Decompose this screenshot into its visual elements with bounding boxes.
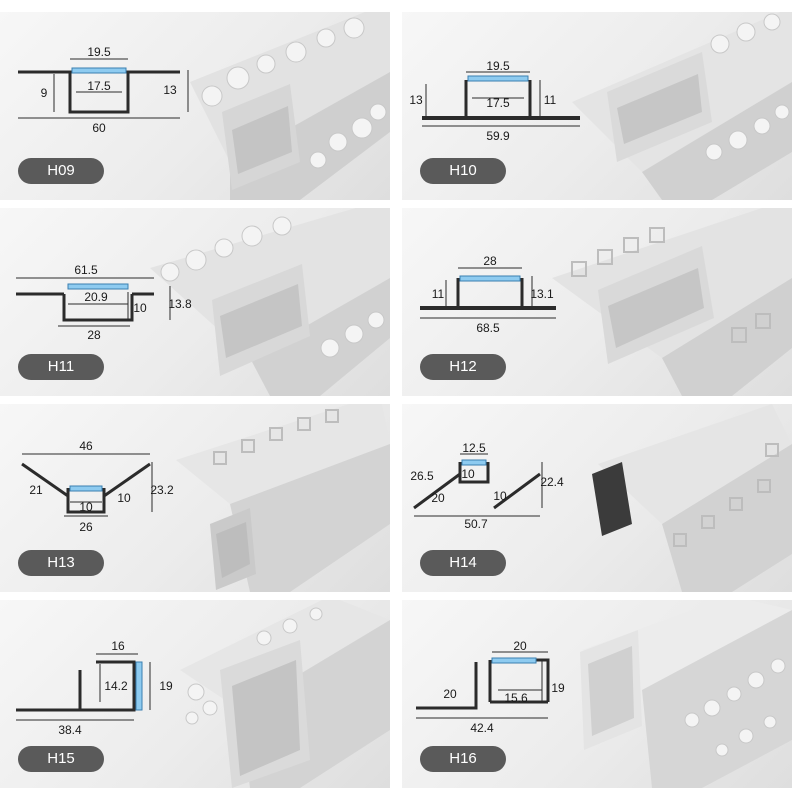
h16-dim-right: 19 [551, 681, 565, 695]
h09-dim-bottom: 60 [92, 121, 106, 135]
h12-product-render [552, 208, 792, 396]
h15-dim-bottom: 38.4 [58, 723, 82, 737]
h13-product-render [176, 404, 390, 592]
h10-dim-inner: 17.5 [486, 96, 510, 110]
h12-dim-right: 13.1 [530, 287, 554, 301]
h10-code-label: H10 [420, 158, 506, 184]
h15-dim-top: 16 [111, 639, 125, 653]
h10-illustration: 19.5 17.5 13 11 59.9 [409, 12, 792, 200]
h12-code-label: H12 [420, 354, 506, 380]
h15-code-label: H15 [18, 746, 104, 772]
h14-code-label: H14 [420, 550, 506, 576]
h15-illustration: 16 14.2 19 38.4 [16, 600, 390, 788]
h14-product-render [592, 404, 792, 592]
h11-product-render [150, 208, 390, 396]
h13-code-label: H13 [18, 550, 104, 576]
h12-dim-bottom: 68.5 [476, 321, 500, 335]
h10-cross-section [422, 71, 580, 127]
h09-dim-inner: 17.5 [87, 79, 111, 93]
h10-dim-top: 19.5 [486, 59, 510, 73]
h11-code-label: H11 [18, 354, 104, 380]
h16-dim-top: 20 [513, 639, 527, 653]
h13-dim-top: 46 [79, 439, 93, 453]
h09-dim-top: 19.5 [87, 45, 111, 59]
h13-dim-inner-r: 10 [117, 491, 131, 505]
h09-dim-left: 9 [41, 86, 48, 100]
panel-h13: 46 21 10 10 23.2 26 H13 [0, 404, 390, 592]
h12-cross-section [420, 267, 556, 319]
h13-dim-bottom: 26 [79, 520, 93, 534]
h10-product-render [572, 12, 792, 200]
h09-product-render [190, 12, 390, 200]
h15-dim-inner: 14.2 [104, 679, 128, 693]
h16-dim-bottom: 42.4 [470, 721, 494, 735]
h10-dim-left: 13 [409, 93, 423, 107]
panel-h14: 12.5 10 10 26.5 20 22.4 50.7 H14 [402, 404, 792, 592]
h09-illustration: 19.5 17.5 9 13 60 [18, 12, 390, 200]
panel-h11: 61.5 20.9 10 13.8 28 H11 [0, 208, 390, 396]
panel-h09: 19.5 17.5 9 13 60 H09 [0, 12, 390, 200]
h16-illustration: 20 20 15.6 19 42.4 [416, 600, 792, 788]
h09-cross-section [18, 58, 189, 119]
h10-dim-bottom: 59.9 [486, 129, 510, 143]
h14-dim-right: 22.4 [540, 475, 564, 489]
h14-illustration: 12.5 10 10 26.5 20 22.4 50.7 [410, 404, 792, 592]
panel-h10: 19.5 17.5 13 11 59.9 H10 [402, 12, 792, 200]
h13-dim-inner-l: 10 [79, 500, 93, 514]
h14-dim-inner-l: 10 [461, 467, 475, 481]
h11-cross-section [16, 277, 171, 327]
h14-cross-section [413, 453, 543, 517]
h14-dim-top: 12.5 [462, 441, 486, 455]
h14-dim-left: 26.5 [410, 469, 434, 483]
h13-dim-right: 23.2 [150, 483, 174, 497]
h11-dim-inner: 20.9 [84, 290, 108, 304]
h10-dim-right: 11 [544, 93, 557, 107]
h11-dim-right-inner: 10 [133, 301, 147, 315]
h16-dim-left: 20 [443, 687, 457, 701]
h16-product-render [580, 600, 792, 788]
h16-cross-section [416, 651, 550, 719]
h14-dim-bottom: 50.7 [464, 517, 488, 531]
h15-dim-right: 19 [159, 679, 173, 693]
h13-illustration: 46 21 10 10 23.2 26 [21, 404, 390, 592]
h14-dim-inner-r: 10 [493, 489, 507, 503]
h16-dim-inner: 15.6 [504, 691, 528, 705]
h11-illustration: 61.5 20.9 10 13.8 28 [16, 208, 390, 396]
panel-h12: 28 11 13.1 68.5 H12 [402, 208, 792, 396]
h09-code-label: H09 [18, 158, 104, 184]
panel-h15: 16 14.2 19 38.4 H15 [0, 600, 390, 788]
h09-dim-right: 13 [163, 83, 177, 97]
h11-dim-bottom: 28 [87, 328, 101, 342]
h16-code-label: H16 [420, 746, 506, 772]
h12-illustration: 28 11 13.1 68.5 [420, 208, 792, 396]
h13-cross-section [21, 453, 153, 517]
h13-dim-left: 21 [29, 483, 43, 497]
h14-dim-left-low: 20 [431, 491, 445, 505]
h11-dim-top: 61.5 [74, 263, 98, 277]
h11-dim-right: 13.8 [168, 297, 192, 311]
h12-dim-top: 28 [483, 254, 497, 268]
panel-h16: 20 20 15.6 19 42.4 H16 [402, 600, 792, 788]
h12-dim-left: 11 [432, 287, 445, 301]
h15-cross-section [16, 653, 151, 721]
h15-product-render [180, 600, 390, 788]
